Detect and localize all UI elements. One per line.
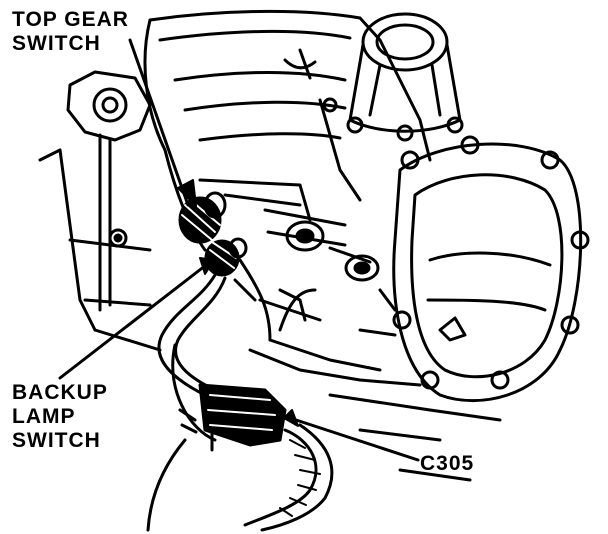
backup-lamp-switch <box>204 237 248 277</box>
connector-c305 <box>178 383 287 452</box>
label-line: SWITCH <box>12 429 101 452</box>
label-line: SWITCH <box>12 32 101 55</box>
label-line: C305 <box>420 452 475 475</box>
transmission-case <box>38 9 432 387</box>
leader-c305 <box>283 409 420 462</box>
top-gear-switch <box>178 191 227 244</box>
label-line: TOP GEAR <box>12 8 129 31</box>
extension-housing <box>318 12 464 202</box>
top-gear-switch-label: TOP GEAR SWITCH <box>12 8 129 56</box>
wiring-harness <box>157 273 334 532</box>
backup-lamp-switch-label: BACKUP LAMP SWITCH <box>12 381 108 453</box>
leader-backup-lamp <box>58 257 215 380</box>
label-line: LAMP <box>12 405 76 428</box>
shift-linkage <box>263 208 380 282</box>
mount-bracket <box>66 70 152 312</box>
bellhousing-flange <box>358 135 590 403</box>
label-line: BACKUP <box>12 381 108 404</box>
base-lines <box>146 393 502 532</box>
connector-c305-label: C305 <box>420 452 474 476</box>
leader-top-gear <box>128 38 197 207</box>
